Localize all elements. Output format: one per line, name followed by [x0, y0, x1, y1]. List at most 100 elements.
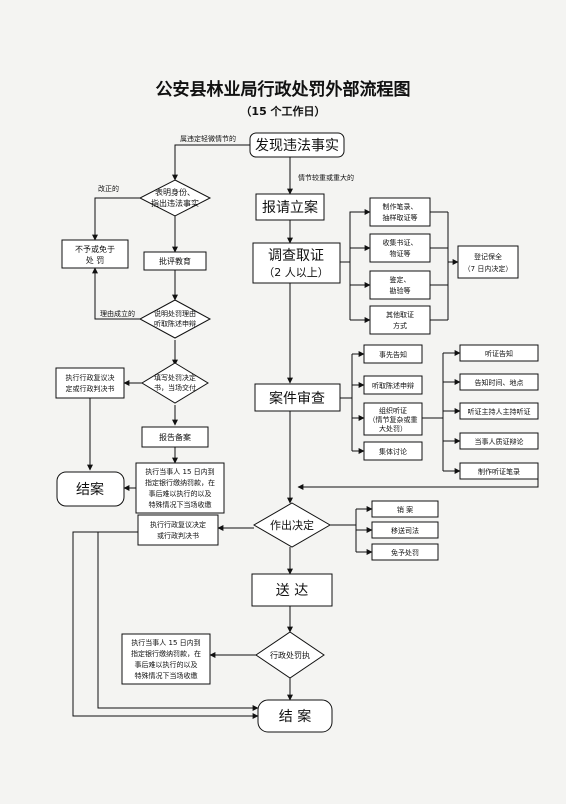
- svg-text:执行行政复议决定: 执行行政复议决定: [150, 520, 206, 529]
- chart-title: 公安县林业局行政处罚外部流程图: [156, 79, 411, 100]
- node-review-left: 执行行政复议决 定或行政判决书: [55, 367, 125, 399]
- edge-reviewmid-close: [72, 531, 259, 719]
- node-evidence-4: 其他取证 方式: [369, 305, 431, 335]
- svg-text:调查取证: 调查取证: [268, 248, 324, 264]
- svg-text:当事人质证辩论: 当事人质证辩论: [475, 437, 524, 446]
- edge-paymid-close: [97, 532, 259, 711]
- svg-text:报请立案: 报请立案: [262, 199, 318, 216]
- svg-text:事先告知: 事先告知: [379, 350, 407, 359]
- svg-text:送 达: 送 达: [276, 583, 308, 599]
- svg-text:抽样取证等: 抽样取证等: [383, 213, 418, 222]
- svg-text:发现违法事实: 发现违法事实: [255, 138, 339, 154]
- node-case-review: 案件审查: [254, 383, 341, 412]
- node-review-1: 事先告知: [363, 344, 423, 364]
- svg-text:定或行政判决书: 定或行政判决书: [66, 384, 115, 393]
- edge-label-corrected: 改正的: [98, 184, 119, 193]
- svg-text:制作笔录、: 制作笔录、: [383, 202, 418, 211]
- svg-text:勘验等: 勘验等: [390, 286, 411, 295]
- svg-text:行政处罚执: 行政处罚执: [270, 650, 310, 660]
- svg-text:收集书证、: 收集书证、: [383, 238, 418, 247]
- svg-text:听取陈述申辩: 听取陈述申辩: [154, 319, 196, 328]
- node-pay-left: 执行当事人 15 日内到 指定银行缴纳罚款，在 事后难以执行的以及 特殊情况下当…: [135, 462, 225, 514]
- node-decision-3: 免予处罚: [371, 543, 439, 561]
- svg-text:特殊情况下当场收缴: 特殊情况下当场收缴: [149, 500, 212, 509]
- edge-label-minor: 属违定轻微情节的: [180, 134, 236, 143]
- svg-text:或行政判决书: 或行政判决书: [157, 531, 199, 540]
- node-deliver: 送 达: [251, 573, 333, 607]
- edge-discover-showid: [172, 144, 250, 181]
- node-execute: 行政处罚执: [255, 631, 325, 679]
- svg-text:事后难以执行的以及: 事后难以执行的以及: [149, 489, 212, 498]
- node-investigate: 调查取证 （2 人以上）: [252, 242, 341, 284]
- svg-text:组织听证: 组织听证: [379, 406, 407, 415]
- edge-label-reason-ok: 理由成立的: [100, 309, 135, 318]
- node-explain: 说明处罚理由 听取陈述申辩: [138, 299, 212, 339]
- node-preserve: 登记保全 （7 日内决定）: [457, 245, 519, 279]
- svg-text:书，当场交付: 书，当场交付: [154, 383, 196, 392]
- chart-subtitle: （15 个工作日）: [240, 104, 325, 118]
- edge-explain-nopenalty: [92, 267, 140, 320]
- svg-text:鉴定、: 鉴定、: [390, 275, 411, 284]
- svg-text:指出违法事实: 指出违法事实: [151, 198, 199, 208]
- svg-text:集体讨论: 集体讨论: [379, 447, 407, 456]
- svg-text:登记保全: 登记保全: [474, 252, 502, 261]
- node-decide: 作出决定: [253, 502, 331, 548]
- svg-text:执行行政复议决: 执行行政复议决: [66, 373, 115, 382]
- node-discover: 发现违法事实: [249, 132, 345, 158]
- svg-text:销 案: 销 案: [397, 505, 413, 514]
- node-decision-1: 销 案: [371, 500, 439, 518]
- node-evidence-3: 鉴定、 勘验等: [369, 270, 431, 300]
- svg-text:（2 人以上）: （2 人以上）: [263, 266, 329, 279]
- svg-text:（7 日内决定）: （7 日内决定）: [464, 264, 513, 273]
- svg-text:指定银行缴纳罚款，在: 指定银行缴纳罚款，在: [145, 478, 215, 487]
- svg-text:免予处罚: 免予处罚: [391, 548, 419, 557]
- svg-text:听证主持人主持听证: 听证主持人主持听证: [468, 407, 531, 416]
- svg-text:（情节复杂或重: （情节复杂或重: [369, 415, 418, 424]
- node-hearing-1: 听证告知: [459, 344, 539, 362]
- svg-text:指定银行缴纳罚款，在: 指定银行缴纳罚款，在: [131, 649, 201, 658]
- svg-text:事后难以执行的以及: 事后难以执行的以及: [135, 660, 198, 669]
- edge-label-serious: 情节较重或重大的: [298, 173, 354, 182]
- svg-text:案件审查: 案件审查: [269, 390, 325, 407]
- svg-text:结案: 结案: [76, 481, 104, 498]
- node-report-file: 报告备案: [141, 426, 209, 448]
- svg-text:制作听证笔录: 制作听证笔录: [478, 467, 520, 476]
- node-hearing-3: 听证主持人主持听证: [459, 402, 539, 420]
- node-decision-2: 移送司法: [371, 521, 439, 539]
- node-fill-decision: 填写处罚决定 书，当场交付: [141, 362, 209, 404]
- svg-text:听证告知: 听证告知: [485, 349, 513, 358]
- svg-text:处 罚: 处 罚: [86, 255, 105, 265]
- node-review-4: 集体讨论: [363, 441, 423, 461]
- node-evidence-2: 收集书证、 物证等: [369, 233, 431, 263]
- svg-text:物证等: 物证等: [390, 249, 411, 258]
- svg-text:方式: 方式: [393, 321, 407, 330]
- node-review-2: 听取陈述申辩: [363, 375, 423, 395]
- node-report-case: 报请立案: [255, 193, 325, 221]
- svg-text:填写处罚决定: 填写处罚决定: [154, 373, 196, 382]
- svg-text:批评教育: 批评教育: [159, 256, 191, 266]
- node-show-id: 表明身份、 指出违法事实: [138, 179, 212, 217]
- node-close-main: 结 案: [257, 699, 333, 733]
- svg-text:不予或免于: 不予或免于: [75, 244, 115, 254]
- svg-text:结 案: 结 案: [279, 708, 311, 725]
- svg-text:移送司法: 移送司法: [391, 526, 419, 535]
- svg-text:告知时间、地点: 告知时间、地点: [475, 378, 524, 387]
- node-review-3: 组织听证 （情节复杂或重 大处罚）: [363, 402, 423, 436]
- svg-text:说明处罚理由: 说明处罚理由: [154, 309, 196, 318]
- svg-text:执行当事人 15 日内到: 执行当事人 15 日内到: [145, 467, 214, 476]
- svg-text:大处罚）: 大处罚）: [379, 424, 407, 433]
- node-hearing-5: 制作听证笔录: [459, 462, 539, 480]
- edge-showid-nopenalty: [92, 197, 140, 241]
- node-no-penalty: 不予或免于 处 罚: [61, 239, 129, 269]
- svg-text:作出决定: 作出决定: [270, 518, 314, 532]
- node-review-mid: 执行行政复议决定 或行政判决书: [137, 514, 219, 546]
- svg-text:其他取证: 其他取证: [386, 310, 414, 319]
- svg-text:特殊情况下当场收缴: 特殊情况下当场收缴: [135, 671, 198, 680]
- node-criticize: 批评教育: [143, 251, 207, 271]
- svg-text:报告备案: 报告备案: [159, 432, 191, 442]
- node-hearing-4: 当事人质证辩论: [459, 432, 539, 450]
- svg-text:执行当事人 15 日内到: 执行当事人 15 日内到: [131, 638, 200, 647]
- node-evidence-1: 制作笔录、 抽样取证等: [369, 197, 431, 227]
